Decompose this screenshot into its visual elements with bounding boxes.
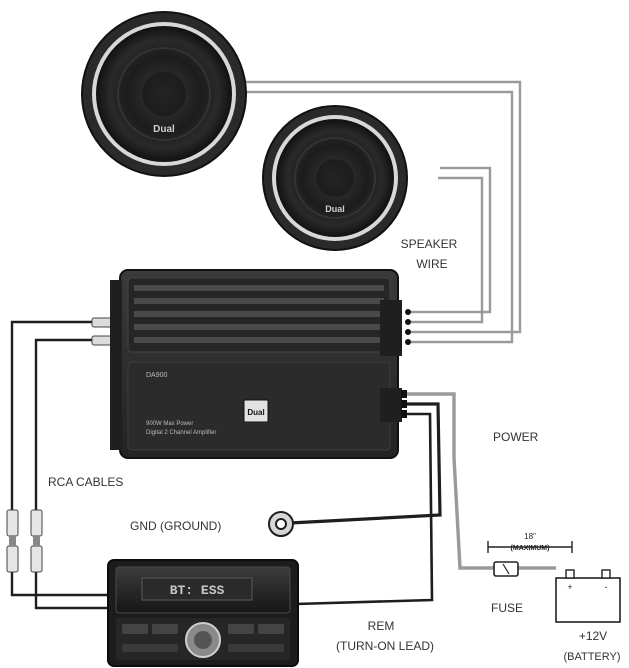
label-rca-cables: RCA CABLES [48, 475, 123, 489]
label-power: POWER [493, 430, 539, 444]
amp-model: DA900 [146, 372, 168, 379]
label-fuse: FUSE [491, 601, 523, 615]
label-rem-1: REM [368, 619, 395, 633]
battery-plus-sign: + [567, 582, 572, 592]
speaker-2: Dual [262, 105, 408, 251]
fuse-distance-value: 18" [524, 532, 536, 541]
fuse-distance-dimension [487, 541, 573, 553]
speaker-1: Dual [81, 11, 247, 177]
rem-wire [295, 412, 434, 606]
label-rem-2: (TURN-ON LEAD) [336, 639, 434, 653]
power-wire [398, 392, 502, 570]
ground-terminal [268, 511, 294, 537]
label-battery-1: +12V [579, 629, 607, 643]
label-battery-2: (BATTERY) [563, 651, 620, 663]
head-unit: BT: ESS [107, 559, 299, 667]
battery: + - [555, 569, 621, 623]
speaker1-wire-a [240, 80, 522, 334]
speaker-1-logo: Dual [153, 124, 175, 135]
speaker-2-logo: Dual [325, 204, 345, 214]
ground-wire [289, 402, 442, 525]
speaker2-wire-a [410, 166, 492, 314]
amp-desc-line1: 900W Max Power [146, 421, 193, 427]
label-gnd: GND (GROUND) [130, 519, 221, 533]
label-speaker-wire-2: WIRE [416, 257, 447, 271]
label-speaker-wire-1: SPEAKER [401, 237, 458, 251]
fuse [493, 561, 519, 577]
amplifier: DA900 900W Max Power Digital 2 Channel A… [110, 269, 411, 459]
fuse-distance-note: (MAXIMUM) [511, 545, 550, 552]
speaker2-wire-b [410, 176, 484, 324]
rca-cable-2 [34, 338, 120, 610]
rca-plugs-inline [6, 509, 43, 573]
amp-logo: Dual [247, 408, 264, 417]
amp-desc-line2: Digital 2 Channel Amplifier [146, 430, 216, 436]
battery-minus-sign: - [605, 582, 608, 592]
speaker1-wire-b [236, 90, 514, 344]
wires [10, 80, 556, 610]
stereo-display: BT: ESS [170, 583, 225, 598]
rca-cable-1 [10, 320, 120, 597]
labels: SPEAKER WIRE POWER RCA CABLES GND (GROUN… [48, 237, 621, 663]
